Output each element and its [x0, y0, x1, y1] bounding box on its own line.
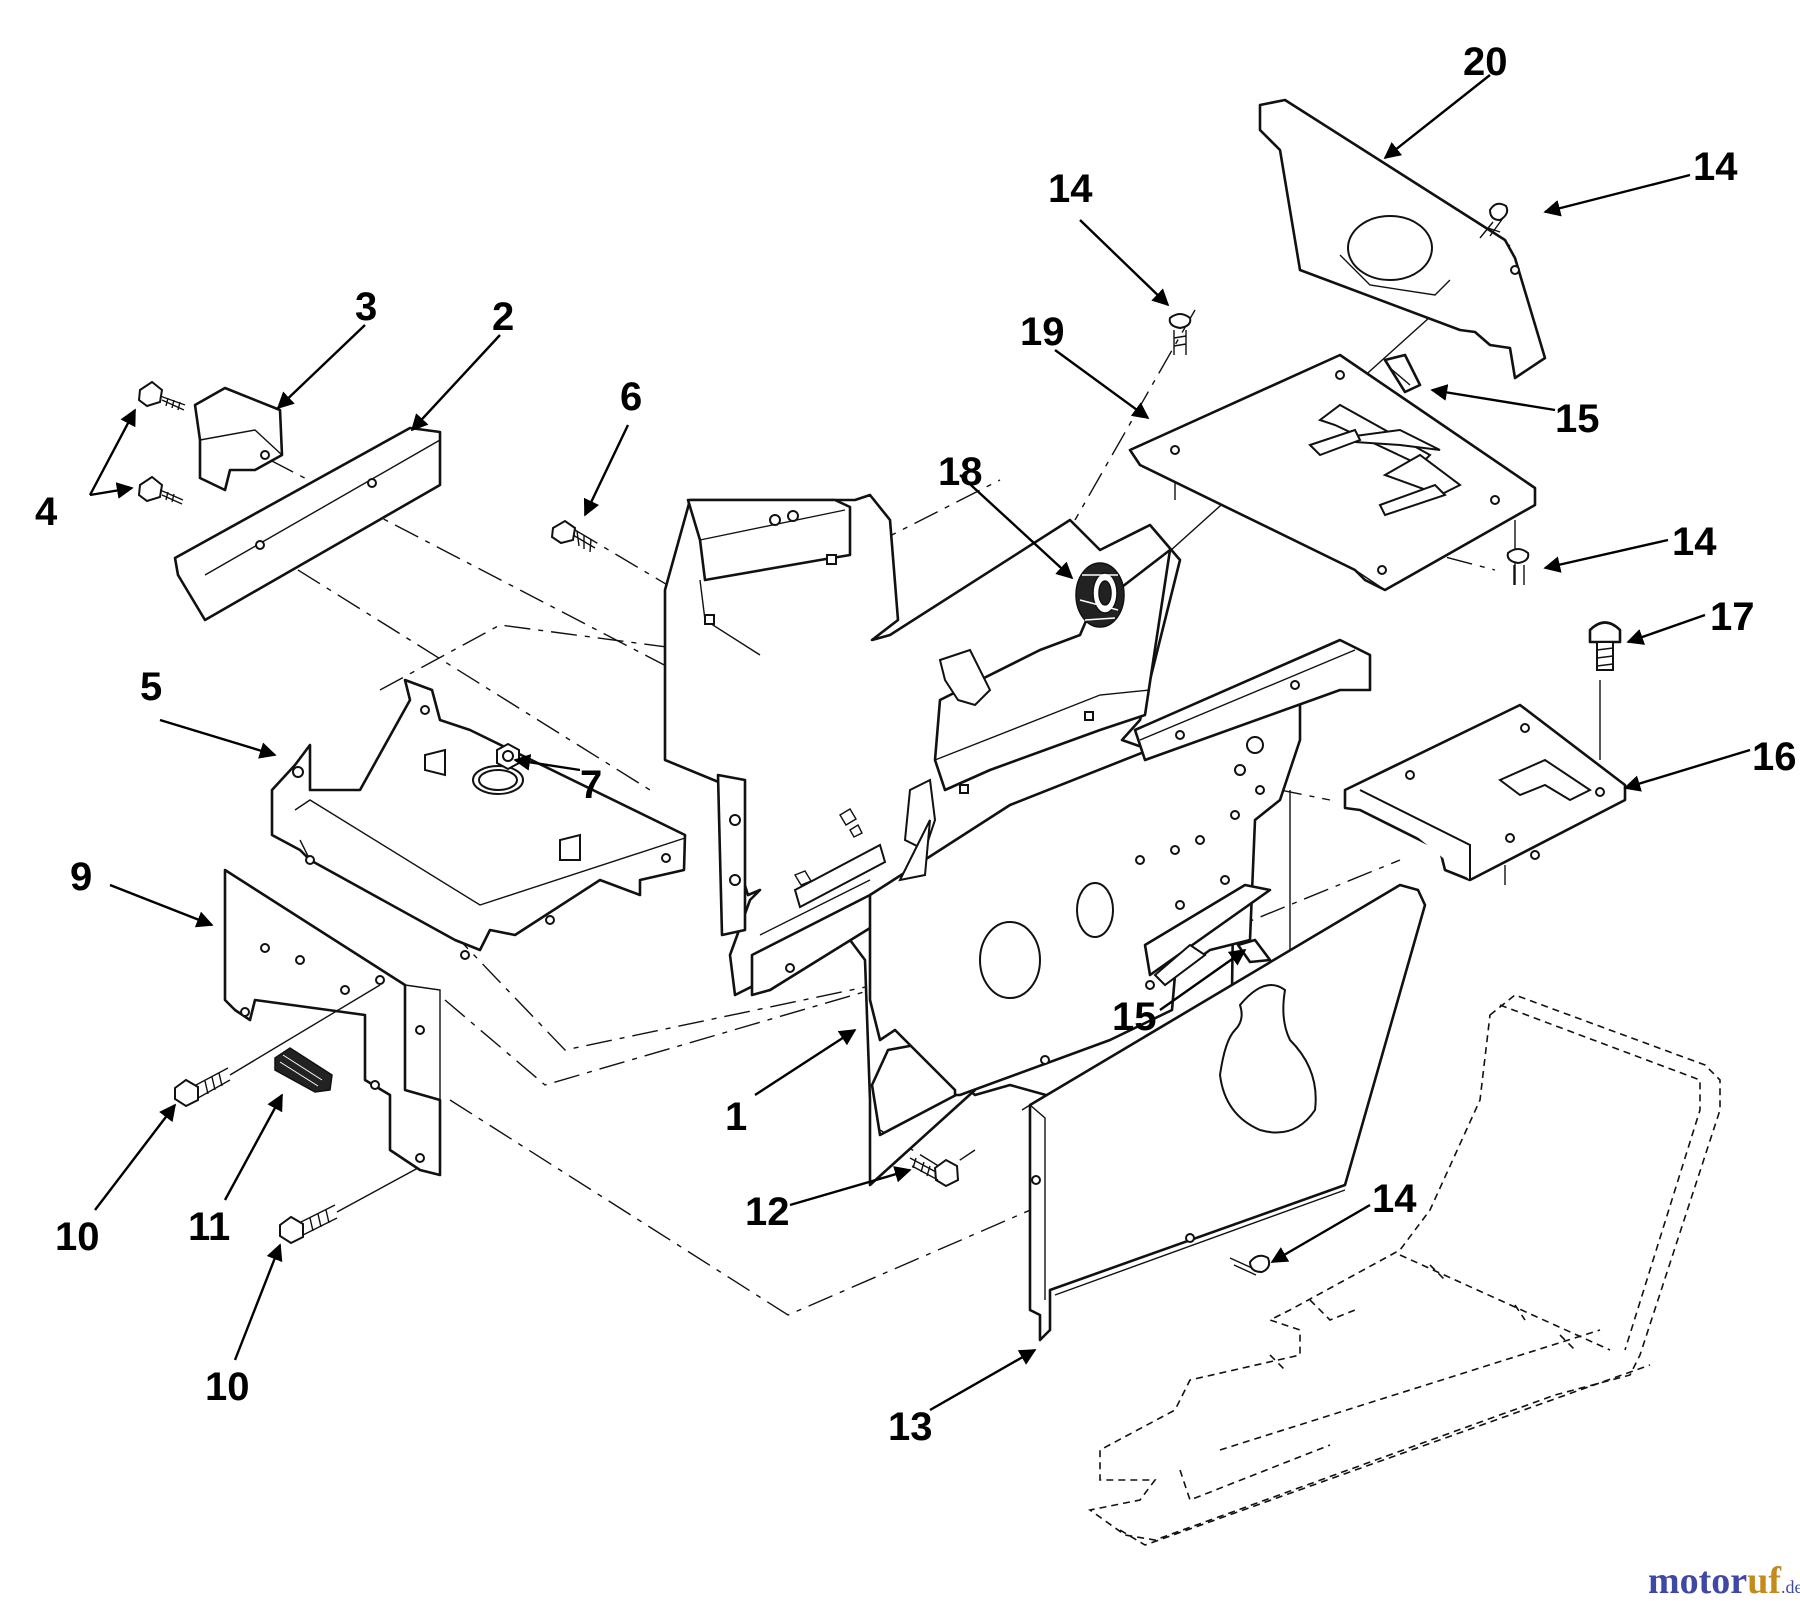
callout-10-left: 10: [55, 1215, 100, 1259]
nut-part-7: [496, 742, 520, 771]
bolt-part-17: [1588, 621, 1622, 671]
clip-part-3: [193, 386, 284, 492]
screw-part-14-top-right: [1479, 202, 1509, 239]
bolt-part-10-left: [174, 984, 381, 1108]
callout-11: 11: [188, 1205, 230, 1249]
bracket-plate-part-16: [1343, 703, 1627, 882]
callout-5: 5: [140, 665, 162, 709]
clip-part-15-upper: [1383, 353, 1422, 394]
phantom-cover-outline: [1088, 994, 1721, 1546]
mounting-plate-part-5: [270, 678, 687, 960]
side-panel-part-13: [1021, 883, 1427, 1342]
callout-numbers: 20 14 14 19 15 18 14 17 16 3 2 4 6 5 7 9…: [35, 40, 1797, 1449]
callout-4: 4: [35, 490, 58, 534]
bolt-part-12: [909, 1157, 960, 1188]
callout-14-top-right: 14: [1693, 145, 1738, 189]
callout-12: 12: [745, 1190, 790, 1234]
side-plate-part-9: [223, 868, 442, 1177]
bolt-part-4-upper: [137, 380, 186, 411]
callout-14-bottom: 14: [1372, 1177, 1417, 1221]
cover-plate-part-20: [1258, 98, 1547, 380]
screw-part-14-bottom: [1229, 1254, 1271, 1276]
callout-15-lower: 15: [1112, 995, 1157, 1039]
watermark-logo: motoruf.de: [1648, 1560, 1800, 1602]
callout-18: 18: [938, 450, 983, 494]
svg-text:motoruf.de: motoruf.de: [1648, 1560, 1800, 1602]
top-plate-part-19: [1128, 353, 1537, 592]
callout-7: 7: [580, 763, 602, 807]
screw-part-14-middle: [1506, 548, 1530, 585]
spring-part-11: [274, 1047, 333, 1093]
knob-part-18: [1075, 562, 1125, 628]
callout-14-top-left: 14: [1048, 167, 1093, 211]
callout-16: 16: [1752, 735, 1797, 779]
callout-2: 2: [492, 295, 514, 339]
callout-19: 19: [1020, 310, 1065, 354]
callout-leaders: [88, 74, 1751, 1412]
screw-part-14-top-left: [1168, 313, 1192, 355]
bolt-part-6: [550, 519, 596, 553]
angle-bracket-part-2: [173, 426, 442, 622]
callout-3: 3: [355, 285, 377, 329]
callout-14-middle: 14: [1672, 520, 1717, 564]
callout-15-upper: 15: [1555, 397, 1600, 441]
callout-13: 13: [888, 1405, 933, 1449]
callout-20: 20: [1463, 40, 1508, 84]
callout-1: 1: [725, 1095, 747, 1139]
callout-9: 9: [70, 855, 92, 899]
callout-6: 6: [620, 375, 642, 419]
callout-10-bottom: 10: [205, 1365, 250, 1409]
callout-17: 17: [1710, 595, 1755, 639]
bolt-part-10-bottom: [279, 1167, 419, 1245]
bolt-part-4-lower: [137, 475, 184, 505]
